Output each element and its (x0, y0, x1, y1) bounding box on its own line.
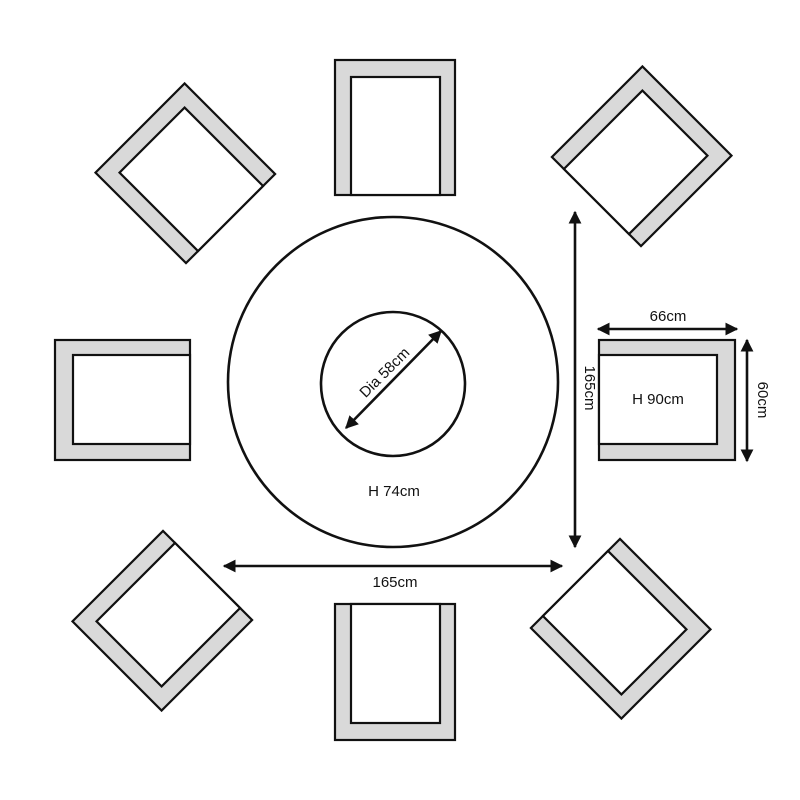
chair-bottom-right (529, 537, 713, 721)
chair-top (333, 58, 457, 197)
chair-left (53, 338, 192, 462)
vertical-width-label: 165cm (581, 365, 598, 410)
chair-width-label: 66cm (650, 308, 687, 325)
chair-top-left (93, 81, 277, 265)
chair-height-label: H 90cm (632, 391, 684, 408)
inner-diameter-arrow (345, 330, 442, 429)
chair-top-right (550, 64, 734, 248)
chair-bottom-left (70, 529, 254, 713)
chair-bottom (333, 602, 457, 742)
chair-depth-label: 60cm (754, 382, 771, 419)
table-inner-circle (319, 310, 467, 458)
chair-right (597, 338, 737, 462)
table-height-label: H 74cm (368, 483, 420, 500)
horizontal-width-label: 165cm (372, 574, 417, 591)
